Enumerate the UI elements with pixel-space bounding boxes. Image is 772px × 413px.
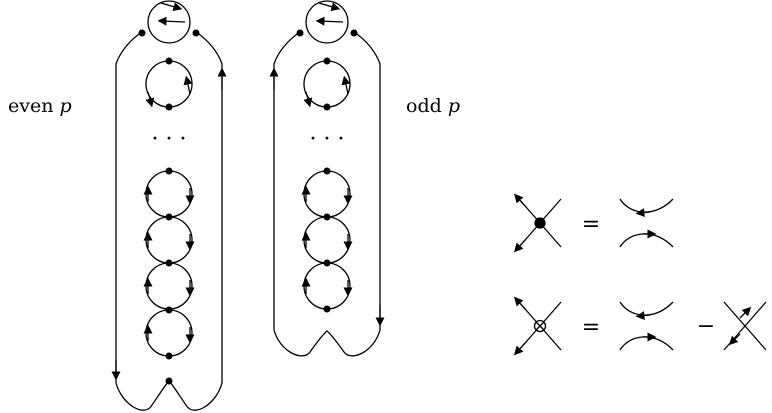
even-p-label: even p [8, 95, 72, 117]
even-word: even [8, 95, 54, 117]
even-outer-left [115, 31, 143, 383]
rule-crossed-vertex [513, 296, 767, 356]
odd-word: odd [406, 95, 442, 117]
even-loop-2 [145, 170, 193, 218]
even-loop-5 [145, 309, 193, 357]
rule1-upper-arc [619, 198, 674, 213]
odd-ellipsis: · · · [310, 127, 345, 152]
odd-p-label: odd p [406, 95, 460, 117]
even-outer-right [195, 31, 223, 383]
odd-diagram [269, 0, 385, 357]
odd-vertices [296, 29, 358, 313]
rule2-equals: = [582, 315, 600, 340]
even-loop-3 [145, 216, 193, 264]
odd-loop-2 [303, 170, 351, 218]
even-loop-4 [145, 262, 193, 310]
odd-loop-3 [303, 216, 351, 264]
rule1-lower-arc [619, 233, 674, 248]
filled-vertex-dot [534, 217, 546, 229]
odd-outer-right [353, 31, 381, 330]
rule-filled-vertex [513, 193, 674, 253]
even-vertices [138, 29, 200, 385]
odd-loop-1 [303, 60, 351, 108]
odd-bottom-lobes [273, 329, 381, 357]
odd-loop-4 [303, 262, 351, 310]
even-bottom-lobes [115, 380, 223, 411]
even-top-loop [147, 0, 191, 44]
even-loop-1 [145, 60, 193, 108]
even-variable: p [59, 95, 72, 117]
odd-outer-left [273, 31, 301, 330]
odd-top-loop [305, 0, 349, 44]
rule2-upper-arc [619, 301, 674, 316]
even-ellipsis: · · · [152, 127, 187, 152]
rule2-minus: − [697, 314, 715, 339]
odd-variable: p [447, 95, 460, 117]
rule2-lower-arc [619, 336, 674, 351]
rule1-equals: = [582, 212, 600, 237]
